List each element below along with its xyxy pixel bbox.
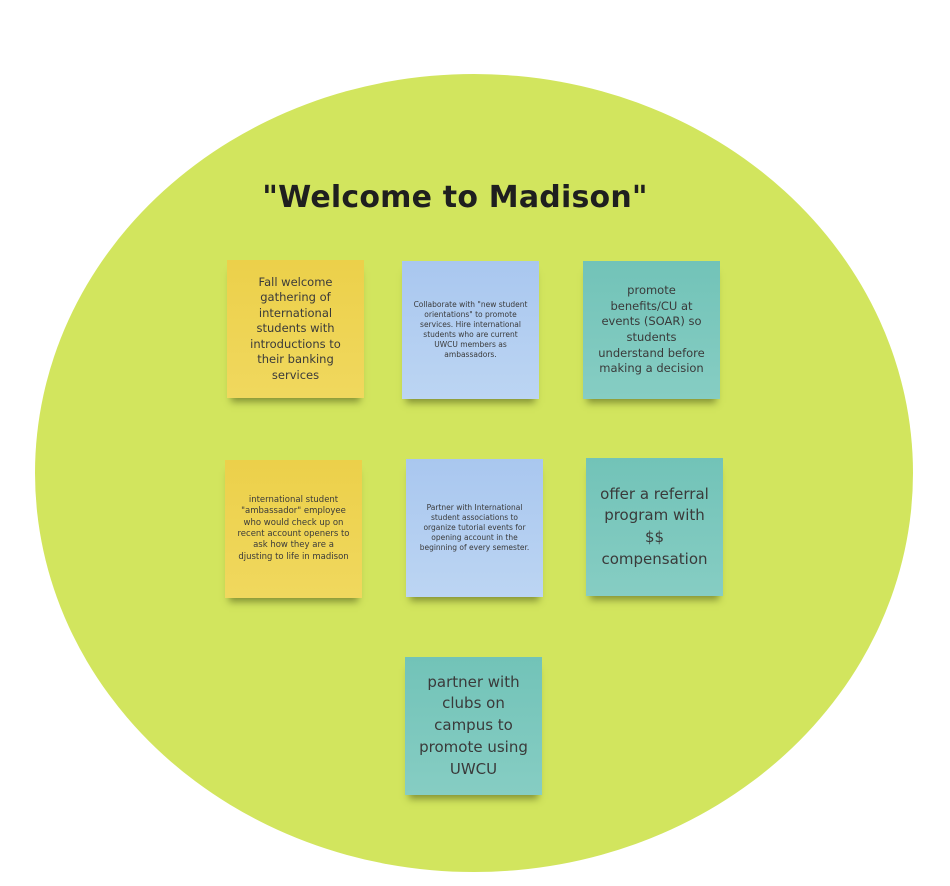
sticky-note-partner-clubs[interactable]: partner with clubs on campus to promote … <box>405 657 542 795</box>
cluster-title: "Welcome to Madison" <box>262 180 648 215</box>
sticky-note-referral-program[interactable]: offer a referral program with $$ compens… <box>586 458 723 596</box>
sticky-note-new-student-orientations[interactable]: Collaborate with "new student orientatio… <box>402 261 539 399</box>
sticky-note-fall-welcome[interactable]: Fall welcome gathering of international … <box>227 260 364 398</box>
sticky-note-promote-benefits[interactable]: promote benefits/CU at events (SOAR) so … <box>583 261 720 399</box>
sticky-note-partner-associations[interactable]: Partner with International student assoc… <box>406 459 543 597</box>
sticky-note-student-ambassador[interactable]: international student "ambassador" emplo… <box>225 460 362 598</box>
